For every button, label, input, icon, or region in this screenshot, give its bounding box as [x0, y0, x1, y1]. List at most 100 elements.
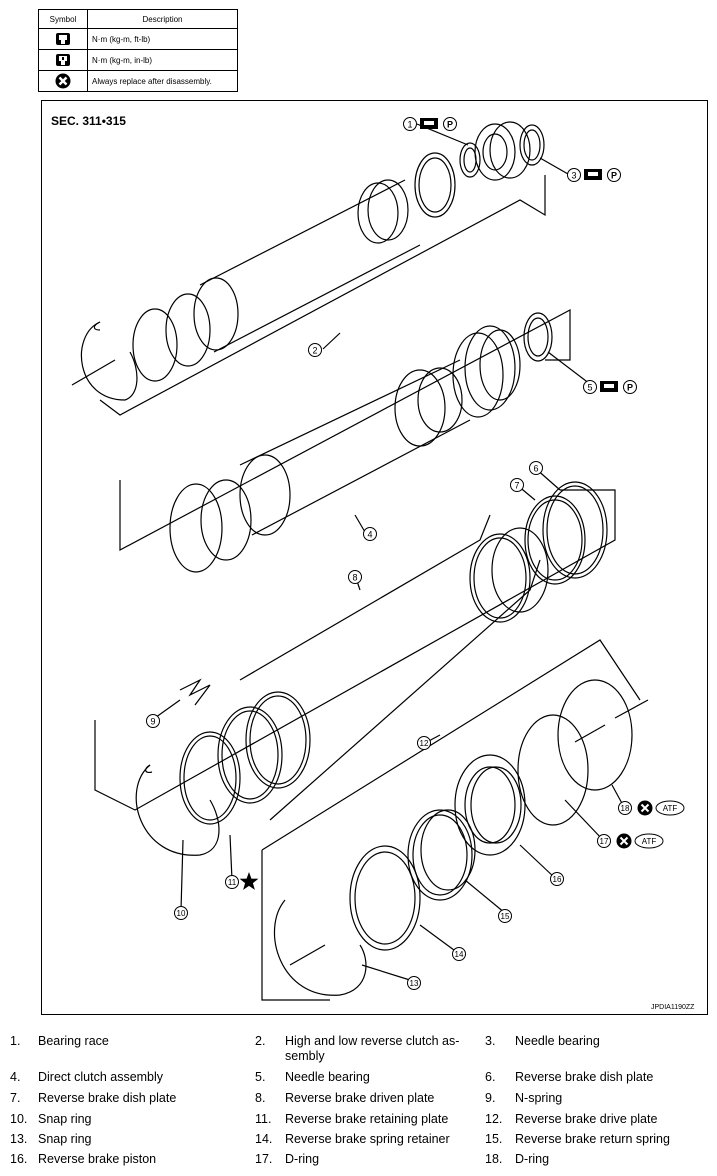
- svg-text:2: 2: [312, 346, 317, 356]
- legend-number: 14.: [255, 1132, 273, 1146]
- svg-text:P: P: [627, 383, 633, 393]
- dish-plate-part-7: [524, 495, 586, 585]
- legend-number: 1.: [10, 1034, 21, 1048]
- callout-14: 14: [452, 947, 466, 961]
- callout-8: 8: [348, 570, 362, 584]
- legend-label: Needle bearing: [285, 1070, 370, 1084]
- replace-atf-symbol-17: ATF: [616, 833, 664, 849]
- legend-number: 8.: [255, 1091, 266, 1105]
- legend-label: Needle bearing: [515, 1034, 600, 1048]
- legend-number: 17.: [255, 1152, 273, 1166]
- legend-label: Reverse brake driven plate: [285, 1091, 435, 1105]
- d-ring-part-18: [557, 679, 633, 791]
- legend-label: Reverse brake dish plate: [515, 1070, 654, 1084]
- svg-text:18: 18: [621, 804, 630, 813]
- section-label: SEC. 311•315: [51, 114, 126, 128]
- group-outline-13: [261, 850, 330, 1001]
- svg-text:11: 11: [228, 878, 237, 887]
- callout-10: 10: [174, 906, 188, 920]
- symbol-table: Symbol Description N·m (kg-m, ft-lb) N·m…: [38, 9, 238, 92]
- legend-label: N-spring: [515, 1091, 563, 1105]
- callout-5: 5: [583, 380, 597, 394]
- legend-number: 18.: [485, 1152, 503, 1166]
- legend-number: 6.: [485, 1070, 496, 1084]
- callout-3: 3: [567, 168, 581, 182]
- callout-13: 13: [407, 976, 421, 990]
- group-outline-8: [94, 489, 616, 811]
- legend-number: 15.: [485, 1132, 503, 1146]
- legend-number: 16.: [10, 1152, 28, 1166]
- legend-label: Direct clutch assembly: [38, 1070, 164, 1084]
- legend-label: High and low reverse clutch as-sembly: [285, 1034, 460, 1063]
- legend-label: Reverse brake drive plate: [515, 1112, 658, 1126]
- svg-text:P: P: [447, 120, 453, 130]
- group-outline-8b: [239, 514, 491, 681]
- callout-15: 15: [498, 909, 512, 923]
- d-ring-part-17: [517, 714, 589, 826]
- legend-number: 12.: [485, 1112, 503, 1126]
- callout-7: 7: [510, 478, 524, 492]
- needle-bearing-part-3: [519, 124, 545, 166]
- diagram-frame: [41, 100, 708, 1015]
- legend-number: 9.: [485, 1091, 496, 1105]
- legend-number: 13.: [10, 1132, 28, 1146]
- bearing-race-part: [459, 142, 481, 178]
- needle-bearing-part-5: [523, 312, 553, 362]
- callout-12: 12: [417, 736, 431, 750]
- svg-text:14: 14: [455, 950, 464, 959]
- star-icon: [239, 872, 259, 890]
- callout-17: 17: [597, 834, 611, 848]
- legend-label: Reverse brake dish plate: [38, 1091, 177, 1105]
- callout-9: 9: [146, 714, 160, 728]
- svg-text:ATF: ATF: [663, 804, 678, 813]
- grease-symbol-3: P: [584, 168, 621, 182]
- legend-label: Reverse brake retaining plate: [285, 1112, 449, 1126]
- figure-id: JPDIA1190ZZ: [651, 1004, 695, 1011]
- callout-1: 1: [403, 117, 417, 131]
- callout-18: 18: [618, 801, 632, 815]
- svg-text:3: 3: [571, 171, 576, 181]
- symbol-row: Always replace after disassembly.: [38, 70, 238, 92]
- svg-text:6: 6: [533, 464, 538, 474]
- return-spring-part: [407, 809, 473, 901]
- svg-text:15: 15: [501, 912, 510, 921]
- callout-11: 11: [225, 875, 239, 889]
- legend-label: D-ring: [515, 1152, 550, 1166]
- reverse-brake-piston-part: [454, 754, 526, 856]
- callout-16: 16: [550, 872, 564, 886]
- svg-text:8: 8: [352, 573, 357, 583]
- svg-text:13: 13: [410, 979, 419, 988]
- svg-text:16: 16: [553, 875, 562, 884]
- grease-symbol-1: P: [420, 117, 457, 131]
- symbol-description: Always replace after disassembly.: [87, 70, 238, 92]
- grease-symbol-5: P: [600, 380, 637, 394]
- legend-number: 10.: [10, 1112, 28, 1126]
- torque-wrench-inlb-icon: [56, 54, 70, 66]
- legend-label: Reverse brake return spring: [515, 1132, 670, 1146]
- n-spring-part: [179, 678, 211, 706]
- legend-label: Snap ring: [38, 1112, 92, 1126]
- clutch-hub-part: [474, 123, 516, 181]
- svg-text:ATF: ATF: [642, 837, 657, 846]
- group-outline-2: [99, 175, 546, 416]
- legend-number: 4.: [10, 1070, 21, 1084]
- torque-wrench-icon: [56, 33, 70, 45]
- legend-label: Snap ring: [38, 1132, 92, 1146]
- dish-plate-part-6: [542, 481, 608, 579]
- svg-text:5: 5: [587, 383, 592, 393]
- svg-text:7: 7: [514, 481, 519, 491]
- callout-6: 6: [529, 461, 543, 475]
- always-replace-icon: [55, 73, 71, 89]
- svg-text:10: 10: [177, 909, 186, 918]
- group-outline-16: [261, 639, 641, 851]
- svg-text:4: 4: [367, 530, 372, 540]
- replace-atf-symbol-18: ATF: [637, 800, 685, 816]
- legend-number: 3.: [485, 1034, 496, 1048]
- legend-number: 7.: [10, 1091, 21, 1105]
- symbol-table-header: Symbol Description: [38, 9, 238, 29]
- svg-text:17: 17: [600, 837, 609, 846]
- svg-text:9: 9: [150, 717, 155, 727]
- spring-retainer-part: [349, 845, 421, 951]
- legend-label: Reverse brake piston: [38, 1152, 157, 1166]
